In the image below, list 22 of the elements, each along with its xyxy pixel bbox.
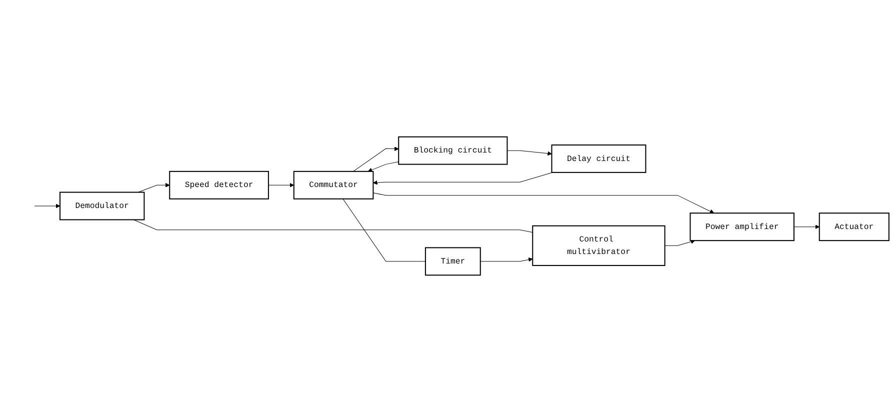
- arrow: [138, 182, 170, 193]
- arrow: [268, 182, 294, 188]
- node-box: Blocking circuit: [398, 136, 508, 165]
- node-box: Speed detector: [169, 170, 269, 200]
- node-box: Actuator: [818, 212, 890, 242]
- node-box: Demodulator: [59, 192, 145, 220]
- arrow: [352, 146, 399, 172]
- arrow: [664, 240, 696, 246]
- node-box: Commutator: [293, 170, 374, 200]
- arrow: [372, 192, 714, 214]
- arrow: [480, 257, 533, 262]
- arrow: [506, 150, 552, 156]
- node-box: Power amplifier: [690, 212, 794, 242]
- arrow: [372, 172, 553, 185]
- node-box: Control multivibrator: [532, 225, 666, 266]
- arrow: [794, 224, 820, 230]
- node-box: Delay circuit: [551, 144, 646, 173]
- arrow: [368, 161, 399, 172]
- connector: [342, 198, 426, 262]
- connector: [133, 219, 533, 233]
- arrow: [34, 204, 60, 208]
- node-box: Timer: [424, 247, 481, 276]
